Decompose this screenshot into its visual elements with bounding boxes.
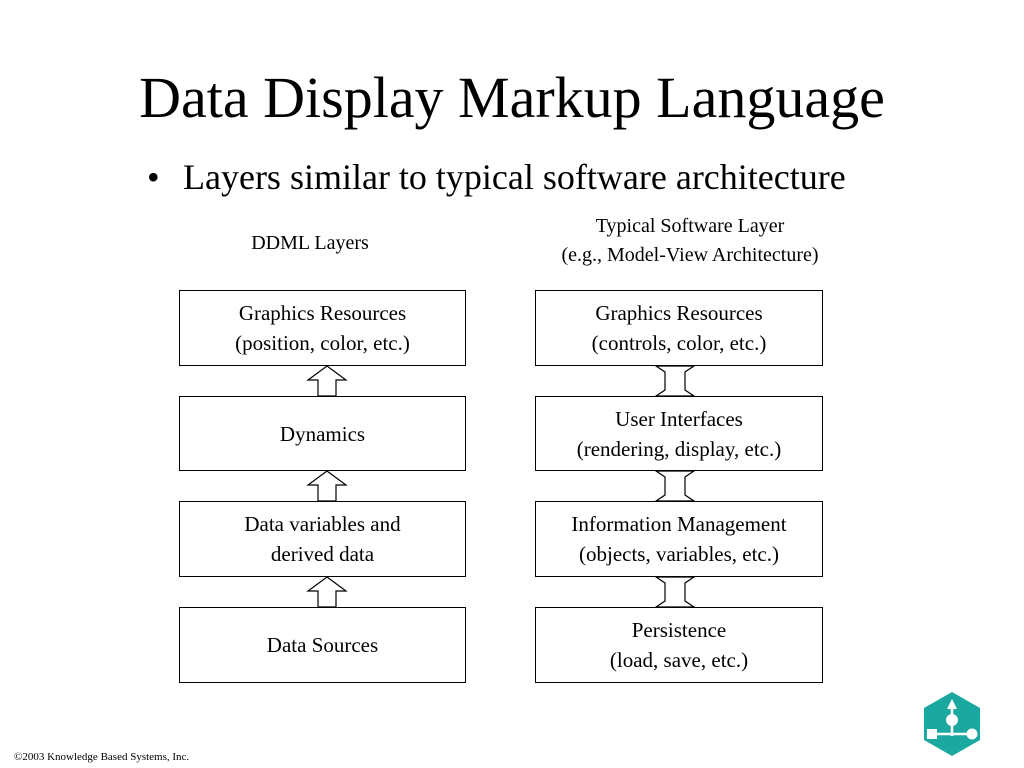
- box-line: Data Sources: [266, 633, 379, 657]
- box-line: Graphics Resources: [595, 301, 763, 325]
- box-line: (rendering, display, etc.): [576, 436, 782, 461]
- box-line: (controls, color, etc.): [591, 331, 767, 355]
- up-arrow-icon: [306, 576, 348, 608]
- box-line: Information Management: [571, 512, 787, 536]
- up-arrow-icon: [306, 365, 348, 397]
- company-logo-icon: [924, 692, 980, 756]
- box-line: derived data: [270, 542, 375, 566]
- double-arrow-icon: [654, 576, 696, 608]
- box-line: User Interfaces: [615, 406, 743, 431]
- bullet-text: Layers similar to typical software archi…: [183, 157, 846, 197]
- double-arrow-icon: [654, 365, 696, 397]
- software-box-persistence: Persistence (load, save, etc.): [535, 607, 823, 683]
- bullet-dot-icon: •: [147, 157, 160, 197]
- box-line: Data variables and: [244, 512, 401, 536]
- box-line: Dynamics: [279, 421, 366, 446]
- box-line: (position, color, etc.): [235, 331, 410, 355]
- bullet-item: • Layers similar to typical software arch…: [147, 155, 846, 199]
- box-line: (load, save, etc.): [609, 648, 749, 672]
- software-box-user-interfaces: User Interfaces (rendering, display, etc…: [535, 396, 823, 471]
- software-layer-heading-line2: (e.g., Model-View Architecture): [561, 244, 819, 266]
- ddml-box-data-sources: Data Sources: [179, 607, 466, 683]
- software-layer-heading-line1: Typical Software Layer: [595, 215, 785, 237]
- box-line: Persistence: [631, 618, 727, 642]
- box-line: Graphics Resources: [238, 301, 407, 325]
- ddml-box-graphics-resources: Graphics Resources (position, color, etc…: [179, 290, 466, 366]
- slide-title: Data Display Markup Language: [139, 65, 885, 130]
- software-layer-heading: Typical Software Layer (e.g., Model-View…: [510, 212, 870, 270]
- ddml-box-data-variables: Data variables and derived data: [179, 501, 466, 577]
- copyright-footer: ©2003 Knowledge Based Systems, Inc.: [14, 751, 190, 763]
- software-box-graphics-resources: Graphics Resources (controls, color, etc…: [535, 290, 823, 366]
- up-arrow-icon: [306, 470, 348, 502]
- double-arrow-icon: [654, 470, 696, 502]
- ddml-layers-heading: DDML Layers: [180, 229, 440, 258]
- box-line: (objects, variables, etc.): [579, 542, 779, 566]
- ddml-layers-heading-text: DDML Layers: [251, 232, 369, 254]
